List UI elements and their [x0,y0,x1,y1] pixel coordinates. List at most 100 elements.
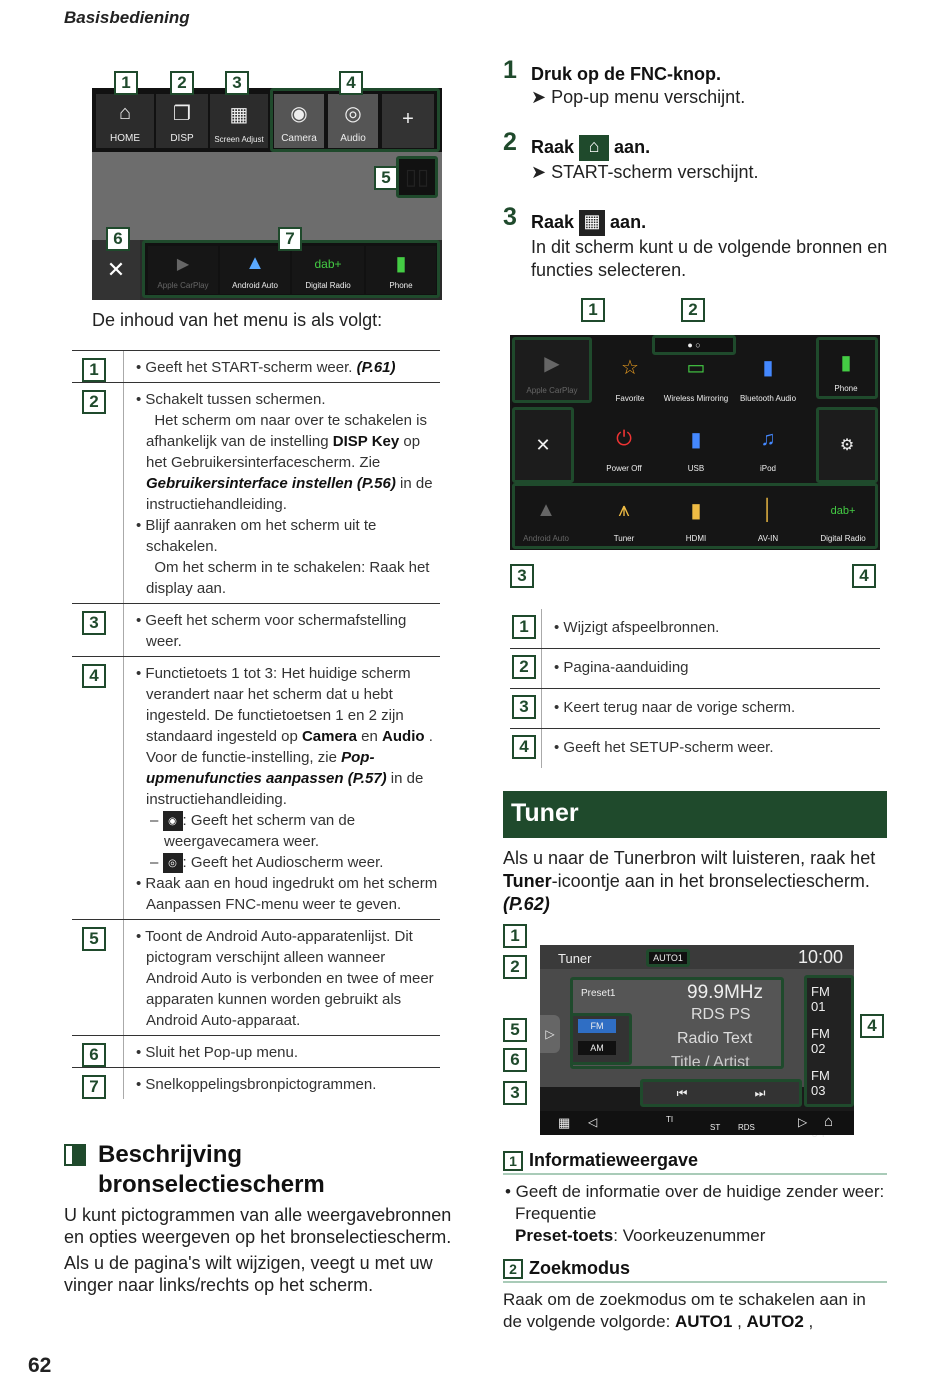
table-row: 2 • Schakelt tussen schermen. Het scherm… [72,383,440,604]
rds-indicator: RDS [738,1123,755,1132]
callout-6: 6 [503,1048,527,1072]
preset-fm03[interactable]: FM 03 [811,1068,830,1098]
table-row: 6 • Sluit het Pop-up menu. [72,1036,440,1069]
disp-tile[interactable]: ❐DISP [156,94,208,148]
camera-tile[interactable]: ◉Camera [274,94,324,148]
tuner-desc-2: 2 Zoekmodus Raak om de zoekmodus om te s… [503,1258,887,1333]
device-list-icon: ▯▯ [404,164,430,189]
dab-icon: dab+ [830,504,856,517]
seek-controls: ⏮ ⏭ [640,1079,802,1107]
source-bluetooth-audio[interactable]: ▮Bluetooth Audio [732,341,804,407]
st-indicator: ST [710,1123,721,1132]
source-selection-screenshot: ▶Apple CarPlay ☆Favorite ▭Wireless Mirro… [510,335,880,550]
table-row: 1• Wijzigt afspeelbronnen. [510,609,880,649]
table-row: 1 • Geeft het START-scherm weer. (P.61) [72,351,440,383]
clock: 10:00 [798,947,844,967]
am-button[interactable]: AM [578,1041,616,1055]
shortcut-apple-carplay[interactable]: ▶Apple CarPlay [148,246,218,294]
phone-icon: ▮ [395,253,407,275]
star-icon: ☆ [621,357,639,379]
shortcut-digital-radio[interactable]: dab+Digital Radio [292,246,364,294]
preset-label: Preset1 [581,988,616,999]
source-tuner[interactable]: ⩚Tuner [588,487,660,547]
grid-icon[interactable]: ▦ [558,1115,571,1130]
audio-icon: ◎ [162,853,183,874]
source-favorite[interactable]: ☆Favorite [594,341,666,407]
callout-4: 4 [339,71,363,95]
screen-adjust-tile[interactable]: ▦Screen Adjust [210,94,268,148]
grid-icon: ▦ [579,210,606,236]
dab-icon: dab+ [314,256,342,271]
source-wireless-mirroring[interactable]: ▭Wireless Mirroring [660,341,732,407]
callout-3: 3 [510,564,534,588]
callout-2: 2 [681,298,705,322]
popup-menu-screenshot: ⌂HOME ❐DISP ▦Screen Adjust ◉Camera ◎Audi… [92,88,442,300]
callout-1: 1 [503,924,527,948]
source-android-auto[interactable]: ▲Android Auto [516,487,576,547]
menu-table: 1 • Geeft het START-scherm weer. (P.61) … [72,350,440,1100]
back-arrow-icon[interactable]: ◁ [588,1115,598,1129]
tuner-bottom-bar: ▦ ◁ TI ST RDS ▷ ⌂ [540,1111,854,1135]
source-usb[interactable]: ▮USB [660,415,732,477]
callout-2: 2 [503,955,527,979]
page-number: 62 [28,1354,52,1377]
setup-button[interactable]: ⚙ [816,407,878,483]
callout-2: 2 [170,71,194,95]
forward-arrow-icon[interactable]: ▷ [798,1115,808,1129]
callout-3: 3 [225,71,249,95]
source-power-off[interactable]: ⏻Power Off [588,415,660,477]
source-apple-carplay[interactable]: ▶Apple CarPlay [516,341,588,399]
android-auto-list-button[interactable]: ▯▯ [396,156,438,198]
hdmi-icon: ▮ [690,500,702,522]
tuner-desc-1: 1 Informatieweergave • Geeft de informat… [503,1150,887,1247]
preset-fm01[interactable]: FM 01 [811,984,830,1014]
phone-icon: ▮ [840,352,852,374]
callout-1: 1 [581,298,605,322]
table-row: 3• Keert terug naar de vorige scherm. [510,689,880,729]
source-ipod[interactable]: ♫iPod [732,415,804,477]
source-digital-radio[interactable]: dab+Digital Radio [810,487,876,547]
menu-intro: De inhoud van het menu is als volgt: [92,310,383,330]
close-icon: ✕ [106,257,126,282]
tuner-intro: Als u naar de Tunerbron wilt luisteren, … [503,848,876,914]
seek-back-icon[interactable]: ⏮ [676,1085,688,1100]
source-av-in[interactable]: │AV-IN [732,487,804,547]
tuner-label: Tuner [558,951,592,966]
home-tile[interactable]: ⌂HOME [96,94,154,148]
callout-4: 4 [852,564,876,588]
android-auto-icon: ▲ [536,499,556,521]
bluetooth-audio-icon: ▮ [762,357,774,379]
preset-fm02[interactable]: FM 02 [811,1026,830,1056]
usb-icon: ▮ [690,429,702,451]
add-tile[interactable]: + [382,94,434,148]
ti-indicator: TI [666,1115,674,1124]
shortcut-phone[interactable]: ▮Phone [366,246,436,294]
table-row: 5 • Toont de Android Auto-apparatenlijst… [72,920,440,1037]
table-row: 4 • Functietoets 1 tot 3: Het huidige sc… [72,657,440,921]
callout-5: 5 [374,166,398,190]
source-table: 1• Wijzigt afspeelbronnen. 2• Pagina-aan… [510,609,880,768]
audio-icon: ◎ [344,103,362,125]
camera-icon: ◉ [290,103,308,125]
audio-tile[interactable]: ◎Audio [328,94,378,148]
seek-forward-icon[interactable]: ⏭ [754,1085,766,1100]
close-icon: ✕ [535,434,551,455]
back-button[interactable]: ✕ [512,407,574,483]
callout-4: 4 [860,1014,884,1038]
callout-6: 6 [106,227,130,251]
source-hdmi[interactable]: ▮HDMI [660,487,732,547]
camera-icon: ◉ [162,811,183,832]
seek-mode-button[interactable]: AUTO1 [646,949,690,967]
fm-button[interactable]: FM [578,1019,616,1033]
panel-toggle-button[interactable]: ▷ [540,1015,560,1053]
callout-5: 5 [503,1018,527,1042]
source-phone[interactable]: ▮Phone [816,341,876,397]
preset-list: FM 01 FM 02 FM 03 FM 04 [804,975,854,1140]
section-title: Beschrijving bronselectiescherm [98,1141,325,1198]
music-note-icon: ♫ [760,428,776,450]
tuner-icon: ⩚ [618,499,630,521]
shortcut-android-auto[interactable]: ▲Android Auto [220,246,290,294]
home-icon[interactable]: ⌂ [824,1113,834,1130]
section-body: U kunt pictogrammen van alle weergavebro… [64,1205,452,1295]
rds-ps: RDS PS [691,1006,751,1023]
